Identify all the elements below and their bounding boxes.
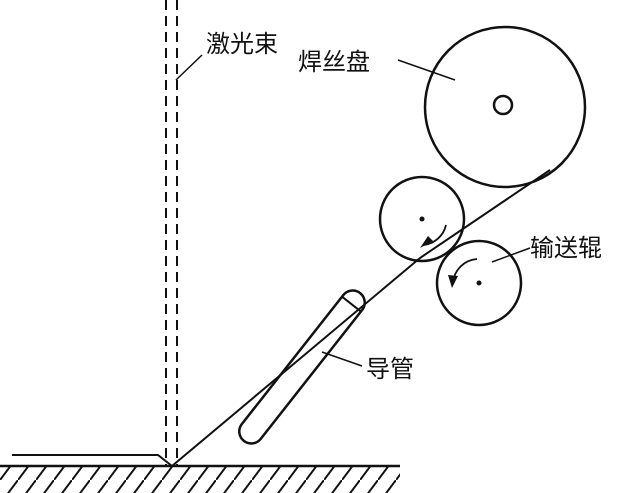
wire-spool: [397, 25, 587, 189]
feed-roller-lower: [435, 239, 523, 327]
deposit-bead: [12, 454, 173, 467]
workpiece-hatching: [0, 467, 400, 493]
feed-rollers-label: 输送辊: [530, 234, 602, 262]
guide-tube-leader: [321, 351, 363, 367]
welding-wire: [171, 169, 551, 467]
feed-rollers-leader: [491, 247, 531, 263]
feed-roller-upper-rotation-arrow: [423, 224, 447, 246]
feed-roller-lower-center: [476, 280, 482, 286]
guide-tube-collar: [341, 295, 362, 313]
laser-beam: [165, 0, 203, 466]
wire-spool-label: 焊丝盘: [298, 48, 370, 76]
wire-spool-disk: [423, 25, 587, 189]
wire-spool-hub: [492, 94, 514, 116]
feed-rollers: [378, 175, 531, 327]
feed-roller-upper: [378, 175, 466, 263]
guide-tube: [238, 289, 366, 445]
guide-tube-label: 导管: [366, 355, 414, 383]
guide-tube-body: [238, 289, 366, 445]
laser-beam-label: 激光束: [206, 30, 278, 58]
feed-roller-lower-rotation-arrow: [452, 258, 478, 284]
laser-beam-leader: [175, 54, 203, 81]
workpiece: [0, 454, 400, 493]
feed-roller-upper-arrowhead: [420, 236, 433, 248]
feed-roller-lower-arrowhead: [448, 275, 458, 288]
wire-spool-leader: [397, 59, 456, 81]
feed-roller-upper-center: [419, 216, 425, 222]
